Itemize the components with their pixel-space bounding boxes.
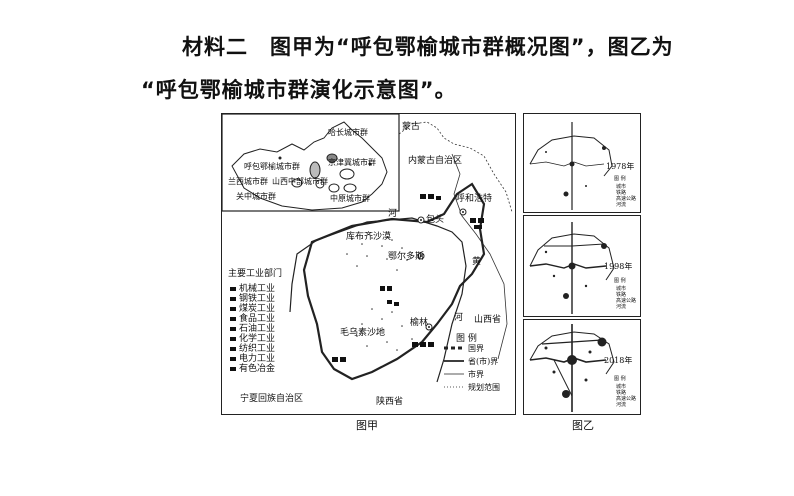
figure-a-shapes <box>222 114 513 388</box>
label-ningxia: 宁夏回族自治区 <box>240 394 304 404</box>
label-shaanxi: 陕西省 <box>376 397 404 407</box>
label-menggu: 蒙古 <box>402 122 421 132</box>
panel-1978-legend-title: 图 例 <box>614 176 626 182</box>
label-erdos: 鄂尔多斯 <box>388 252 425 262</box>
panel-2018-legend-item: 河流 <box>616 402 627 408</box>
panel-1978-legend-item: 河流 <box>616 202 627 208</box>
panel-2018-shapes <box>529 324 615 412</box>
label-shanxi: 山西省 <box>474 315 502 325</box>
industry-item: 机械工业 <box>239 284 276 294</box>
year-label-1998: 1998年 <box>604 262 633 271</box>
label-nmg: 内蒙古自治区 <box>408 156 463 166</box>
map-legend-item: 省(市)界 <box>468 357 499 366</box>
paragraph-line-2: “呼包鄂榆城市群演化示意图”。 <box>141 78 457 102</box>
panel-2018-legend-item: 高速公路 <box>616 396 637 402</box>
panel-1998-legend-item: 高速公路 <box>616 298 637 304</box>
panel-1998-shapes <box>529 222 615 314</box>
label-guanzhong: 关中城市群 <box>236 192 276 201</box>
panel-1998-legend-item: 铁路 <box>616 292 627 298</box>
panel-1978-legend-item: 高速公路 <box>616 196 637 202</box>
industry-item: 电力工业 <box>239 354 276 364</box>
industry-item: 煤炭工业 <box>239 304 276 314</box>
label-lanxi: 兰西城市群 <box>228 177 268 186</box>
panel-1978-legend-item: 铁路 <box>616 190 627 196</box>
panel-2018-legend-title: 图 例 <box>614 376 626 382</box>
label-kbq: 库布齐沙漠 <box>346 232 392 242</box>
label-hubaoeyu: 呼包鄂榆城市群 <box>244 162 300 171</box>
year-label-1978: 1978年 <box>606 162 635 171</box>
label-hhht: 呼和浩特 <box>456 194 493 204</box>
map-legend-item: 市界 <box>468 370 484 379</box>
figure-b-panel-1978: 1978年 图 例 城市 铁路 高速公路 河流 <box>523 113 641 213</box>
year-label-2018: 2018年 <box>604 356 633 365</box>
industry-item: 纺织工业 <box>239 344 276 354</box>
map-legend-title: 图 例 <box>456 334 477 344</box>
figure-b-caption: 图乙 <box>572 419 594 432</box>
panel-1978-legend-item: 城市 <box>616 184 627 190</box>
figure-a-caption: 图甲 <box>356 419 378 432</box>
industry-item: 食品工业 <box>239 314 276 324</box>
label-baotou: 包头 <box>426 215 445 225</box>
industry-item: 化学工业 <box>239 334 276 344</box>
label-hachang: 哈长城市群 <box>328 128 368 137</box>
label-yulin: 榆林 <box>410 318 429 328</box>
industry-title: 主要工业部门 <box>228 269 283 279</box>
paragraph-line-1: 材料二 图甲为“呼包鄂榆城市群概况图”，图乙为 <box>182 35 674 59</box>
panel-1998-legend-item: 河流 <box>616 304 627 310</box>
panel-2018-legend-item: 城市 <box>616 384 627 390</box>
figure-b-panel-1998: 1998年 图 例 城市 铁路 高速公路 河流 <box>523 215 641 317</box>
panel-1998-legend-item: 城市 <box>616 286 627 292</box>
label-jingjinji: 京津冀城市群 <box>328 158 376 167</box>
label-mus: 毛乌素沙地 <box>340 328 386 338</box>
figure-b-panel-2018: 2018年 图 例 城市 铁路 高速公路 河流 <box>523 319 641 415</box>
panel-2018-legend-item: 铁路 <box>616 390 627 396</box>
industry-item: 有色冶金 <box>239 364 276 374</box>
map-legend-item: 规划范围 <box>468 383 500 392</box>
figure-a-map: 哈长城市群 呼包鄂榆城市群 京津冀城市群 兰西城市群 山西中部城市群 关中城市群… <box>221 113 516 415</box>
panel-1998-legend-title: 图 例 <box>614 278 626 284</box>
industry-item: 石油工业 <box>239 324 276 334</box>
panel-1978-shapes <box>529 122 613 210</box>
label-he2: 河 <box>454 313 464 323</box>
label-zhongyuan: 中原城市群 <box>330 194 370 203</box>
label-shanxi-central: 山西中部城市群 <box>272 177 328 186</box>
industry-item: 钢铁工业 <box>239 294 276 304</box>
label-huang: 黄 <box>472 257 482 267</box>
label-he1: 河 <box>388 209 398 219</box>
map-legend-item: 国界 <box>468 344 484 353</box>
